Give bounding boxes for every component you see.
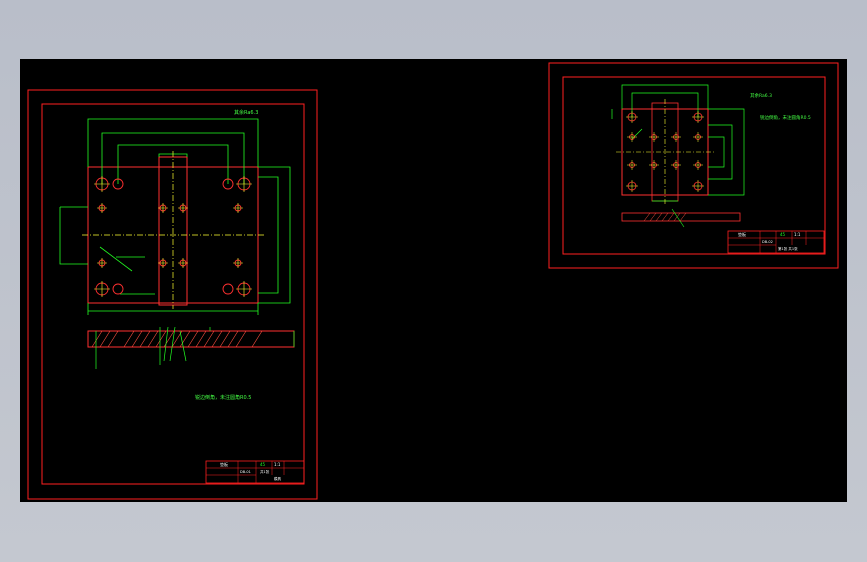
cad-drawing-canvas[interactable]: 其余Ra6.3 锐边倒角，未注圆角R0.5 垫板 45 1:1 DB-01 共1… — [20, 59, 847, 502]
sheet-1-tech-note: 锐边倒角，未注圆角R0.5 — [195, 394, 251, 401]
sheet-1[interactable]: 其余Ra6.3 锐边倒角，未注圆角R0.5 垫板 45 1:1 DB-01 共1… — [27, 89, 318, 500]
sheet-1-company: 模具 — [274, 476, 282, 481]
sheet-2-roughness-note: 其余Ra6.3 — [750, 92, 772, 99]
sheet-1-material: 45 — [260, 462, 266, 467]
sheet-1-inner-border — [41, 103, 305, 485]
sheet-2[interactable]: 其余Ra6.3 锐边倒角，未注圆角R0.5 垫板 45 1:1 DB-02 第1… — [548, 62, 839, 269]
sheet-1-dimensions — [59, 118, 291, 315]
sheet-1-roughness-note: 其余Ra6.3 — [234, 109, 258, 116]
sheet-2-scale: 1:1 — [794, 232, 801, 237]
sheet-2-part-name: 垫板 — [738, 231, 746, 237]
sheet-2-sheet-count: 第1张 共1张 — [778, 246, 798, 251]
sheet-2-section-view — [621, 208, 741, 228]
sheet-2-drawing-no: DB-02 — [762, 240, 773, 244]
sheet-2-outer-border — [548, 62, 839, 269]
sheet-1-drawing-no: DB-01 — [240, 470, 251, 474]
sheet-2-hole-crosses — [626, 111, 704, 192]
sheet-1-part-name: 垫板 — [220, 461, 228, 467]
cad-model-space-viewport[interactable]: 其余Ra6.3 锐边倒角，未注圆角R0.5 垫板 45 1:1 DB-01 共1… — [20, 59, 847, 502]
sheet-2-inner-border — [562, 76, 826, 255]
sheet-1-titleblock: 垫板 45 1:1 DB-01 共1张 模具 — [205, 460, 305, 484]
sheet-1-centerlines — [82, 151, 264, 309]
sheet-2-tech-note: 锐边倒角，未注圆角R0.5 — [760, 114, 811, 121]
sheet-2-titleblock: 垫板 45 1:1 DB-02 第1张 共1张 — [727, 230, 825, 254]
sheet-1-outer-border — [27, 89, 318, 500]
sheet-2-dimensions — [611, 84, 745, 202]
sheet-1-hole-crosses — [94, 176, 252, 297]
sheet-1-scale: 1:1 — [274, 462, 281, 467]
sheet-1-sheet-count: 共1张 — [260, 469, 270, 474]
sheet-1-section-view — [87, 326, 295, 369]
sheet-2-centerlines — [616, 99, 714, 205]
sheet-2-material: 45 — [780, 232, 786, 237]
